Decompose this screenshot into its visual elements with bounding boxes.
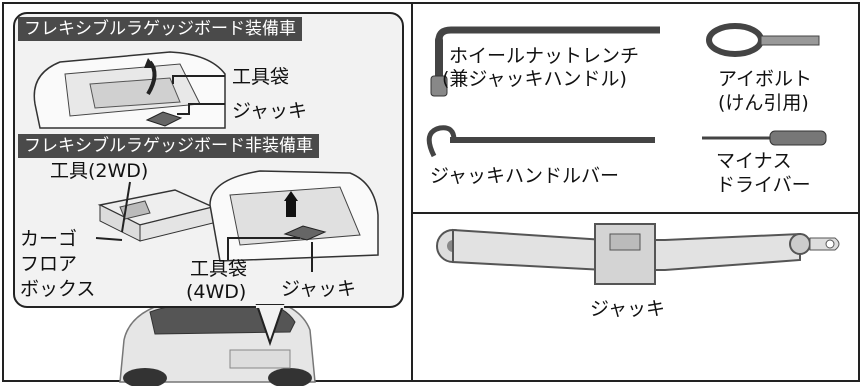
cargo-floor-box-label-1: カーゴ (20, 228, 78, 250)
scissor-jack-illustration (436, 223, 840, 285)
wheel-nut-wrench-label-1: ホイールナットレンチ (449, 45, 640, 67)
screwdriver-illustration (702, 130, 827, 146)
tool-bag-4wd-label-2: (4WD) (186, 281, 247, 303)
eye-bolt-label-1: アイボルト (718, 68, 813, 90)
cargo-floor-box-illustration (97, 189, 216, 242)
screwdriver-label-2: ドライバー (716, 174, 811, 196)
cargo-floor-box-label-3: ボックス (20, 278, 96, 300)
wheel-nut-wrench-illustration (430, 26, 660, 97)
not-equipped-leaders (95, 181, 313, 272)
tools-2wd-label: 工具(2WD) (50, 160, 149, 182)
jack-label: ジャッキ (590, 298, 666, 320)
tool-bag-4wd-label-1: 工具袋 (190, 258, 248, 280)
screwdriver-label-1: マイナス (716, 150, 792, 172)
eye-bolt-label-2: (けん引用) (718, 92, 809, 114)
jack-handle-bar-illustration (426, 125, 655, 158)
horizontal-divider (411, 212, 860, 214)
callout-pointer (255, 304, 285, 347)
equipped-jack-label: ジャッキ (232, 100, 308, 122)
vertical-divider (411, 2, 413, 382)
wheel-nut-wrench-label-2: (兼ジャッキハンドル) (442, 68, 627, 90)
equipped-header: フレキシブルラゲッジボード装備車 (18, 17, 302, 41)
equipped-leaders (172, 75, 225, 115)
equipped-trunk-illustration (33, 51, 226, 129)
jack-handle-bar-label: ジャッキハンドルバー (430, 165, 620, 187)
not-equipped-header: フレキシブルラゲッジボード非装備車 (18, 134, 319, 158)
not-equipped-jack-label: ジャッキ (281, 278, 357, 300)
equipped-jack-icon (145, 111, 183, 127)
eye-bolt-illustration (706, 23, 820, 57)
cargo-floor-box-label-2: フロア (20, 253, 78, 275)
equipped-tool-bag-label: 工具袋 (232, 66, 290, 88)
